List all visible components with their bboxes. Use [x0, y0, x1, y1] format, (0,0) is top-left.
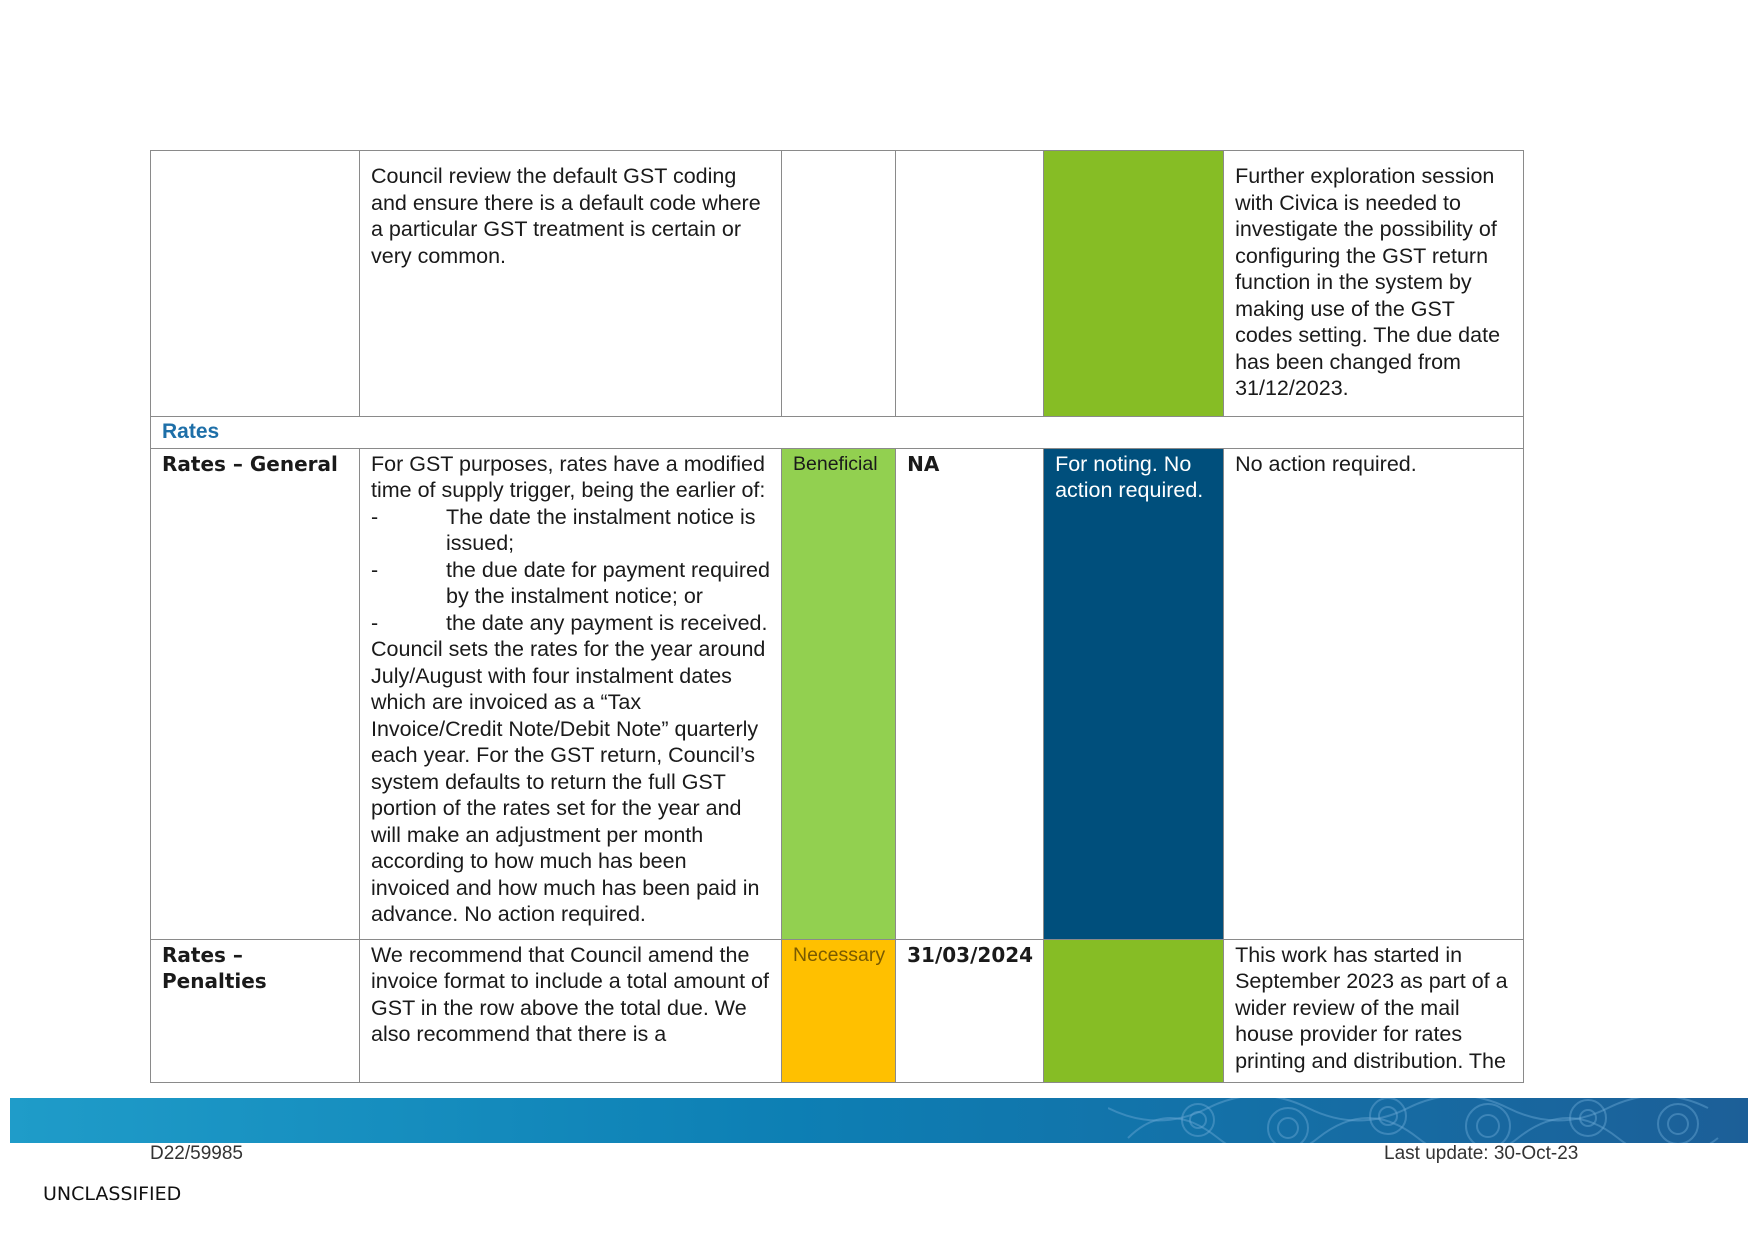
finding-cell: Rates – Penalties [150, 938, 360, 1083]
table-row: Rates – Penalties We recommend that Coun… [150, 938, 1525, 1083]
list-item-text: the due date for payment required by the… [446, 557, 770, 609]
comments-cell: Further exploration session with Civica … [1223, 150, 1525, 417]
due-date-cell: 31/03/2024 [895, 938, 1045, 1083]
list-dash: - [371, 504, 379, 529]
due-date-cell: NA [895, 447, 1045, 940]
list-item: - the due date for payment required by t… [371, 557, 771, 610]
list-dash: - [371, 610, 379, 635]
list-item-text: the date any payment is received. [446, 610, 768, 635]
recommendations-table: Council review the default GST coding an… [149, 150, 1525, 1083]
finding-cell: Rates – General [150, 447, 360, 940]
rating-cell: Beneficial [780, 447, 897, 940]
table-row: Council review the default GST coding an… [150, 150, 1525, 417]
list-item: - The date the instalment notice is issu… [371, 504, 771, 557]
status-cell: For noting. No action required. [1043, 447, 1225, 940]
list-dash: - [371, 557, 379, 582]
rating-cell: Necessary [780, 938, 897, 1083]
status-cell [1043, 938, 1225, 1083]
due-date-cell [895, 150, 1045, 417]
section-row: Rates [149, 416, 1525, 449]
recommendation-intro: For GST purposes, rates have a modified … [371, 451, 766, 503]
recommendation-cell: Council review the default GST coding an… [359, 150, 782, 417]
finding-cell [150, 150, 360, 417]
list-item: - the date any payment is received. [371, 610, 771, 637]
comments-cell: No action required. [1223, 447, 1525, 940]
recommendation-body: Council sets the rates for the year arou… [371, 637, 766, 926]
koru-pattern-icon [1108, 1098, 1719, 1143]
footer-banner [10, 1098, 1748, 1143]
recommendation-cell: For GST purposes, rates have a modified … [359, 447, 782, 940]
status-cell [1043, 150, 1225, 417]
table-row: Rates – General For GST purposes, rates … [150, 447, 1525, 940]
list-item-text: The date the instalment notice is issued… [446, 504, 756, 556]
recommendation-cell: We recommend that Council amend the invo… [359, 938, 782, 1083]
rating-cell [780, 150, 897, 417]
last-update-date: Last update: 30-Oct-23 [1384, 1143, 1579, 1164]
document-reference: D22/59985 [150, 1143, 243, 1164]
classification-label: UNCLASSIFIED [43, 1183, 182, 1205]
section-title: Rates [149, 416, 1525, 449]
comments-cell: This work has started in September 2023 … [1223, 938, 1525, 1083]
